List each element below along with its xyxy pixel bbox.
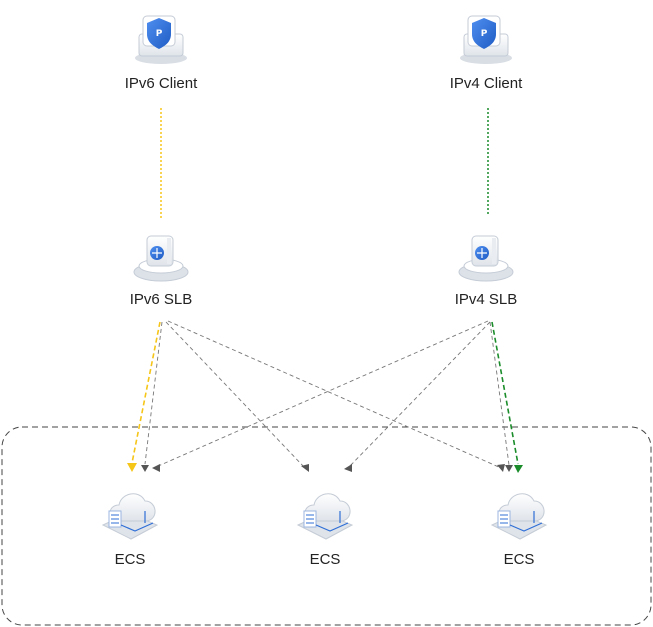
- ipv6-client-label: IPv6 Client: [124, 75, 198, 92]
- cloud-server-icon: [296, 493, 354, 540]
- arrowhead-ipv6-ecs2: [301, 464, 309, 472]
- ecs-2-label: ECS: [309, 551, 341, 568]
- arrowhead-ipv4-ecs3-green: [514, 465, 523, 473]
- ipv4-client-label: IPv4 Client: [449, 75, 523, 92]
- svg-text:P: P: [156, 29, 163, 39]
- load-balancer-icon: [458, 235, 514, 282]
- ecs-group-border: [1, 426, 652, 626]
- arrowhead-ipv6-ecs1: [141, 465, 149, 472]
- cloud-server-icon: [101, 493, 159, 540]
- edge-ipv4-slb-ecs2: [347, 321, 491, 469]
- svg-text:P: P: [481, 29, 488, 39]
- arrowhead-ipv6-ecs3: [497, 464, 505, 472]
- cloud-server-icon: [490, 493, 548, 540]
- arrowhead-ipv4-ecs3: [505, 465, 513, 472]
- edge-ipv4-slb-ecs3: [489, 321, 510, 466]
- arrowhead-ipv4-ecs2: [344, 464, 352, 472]
- edge-ipv4-slb-ecs3-green: [491, 321, 519, 465]
- connections: [127, 108, 523, 473]
- ecs-1-label: ECS: [114, 551, 146, 568]
- ipv6-slb-label: IPv6 SLB: [129, 291, 193, 308]
- edge-ipv6-slb-ecs1-yellow: [131, 321, 161, 464]
- arrowhead-ipv6-ecs1-yellow: [127, 463, 137, 472]
- load-balancer-icon: [133, 235, 189, 282]
- edge-ipv4-slb-ecs1: [155, 320, 489, 468]
- client-shield-icon: P: [460, 15, 512, 64]
- client-shield-icon: P: [135, 15, 187, 64]
- arrowhead-ipv4-ecs1: [152, 464, 160, 472]
- ipv4-slb-label: IPv4 SLB: [454, 291, 518, 308]
- edge-ipv6-slb-ecs1: [144, 321, 163, 465]
- edge-ipv6-slb-ecs2: [165, 321, 306, 469]
- edge-ipv6-slb-ecs3: [167, 320, 502, 469]
- ecs-3-label: ECS: [503, 551, 535, 568]
